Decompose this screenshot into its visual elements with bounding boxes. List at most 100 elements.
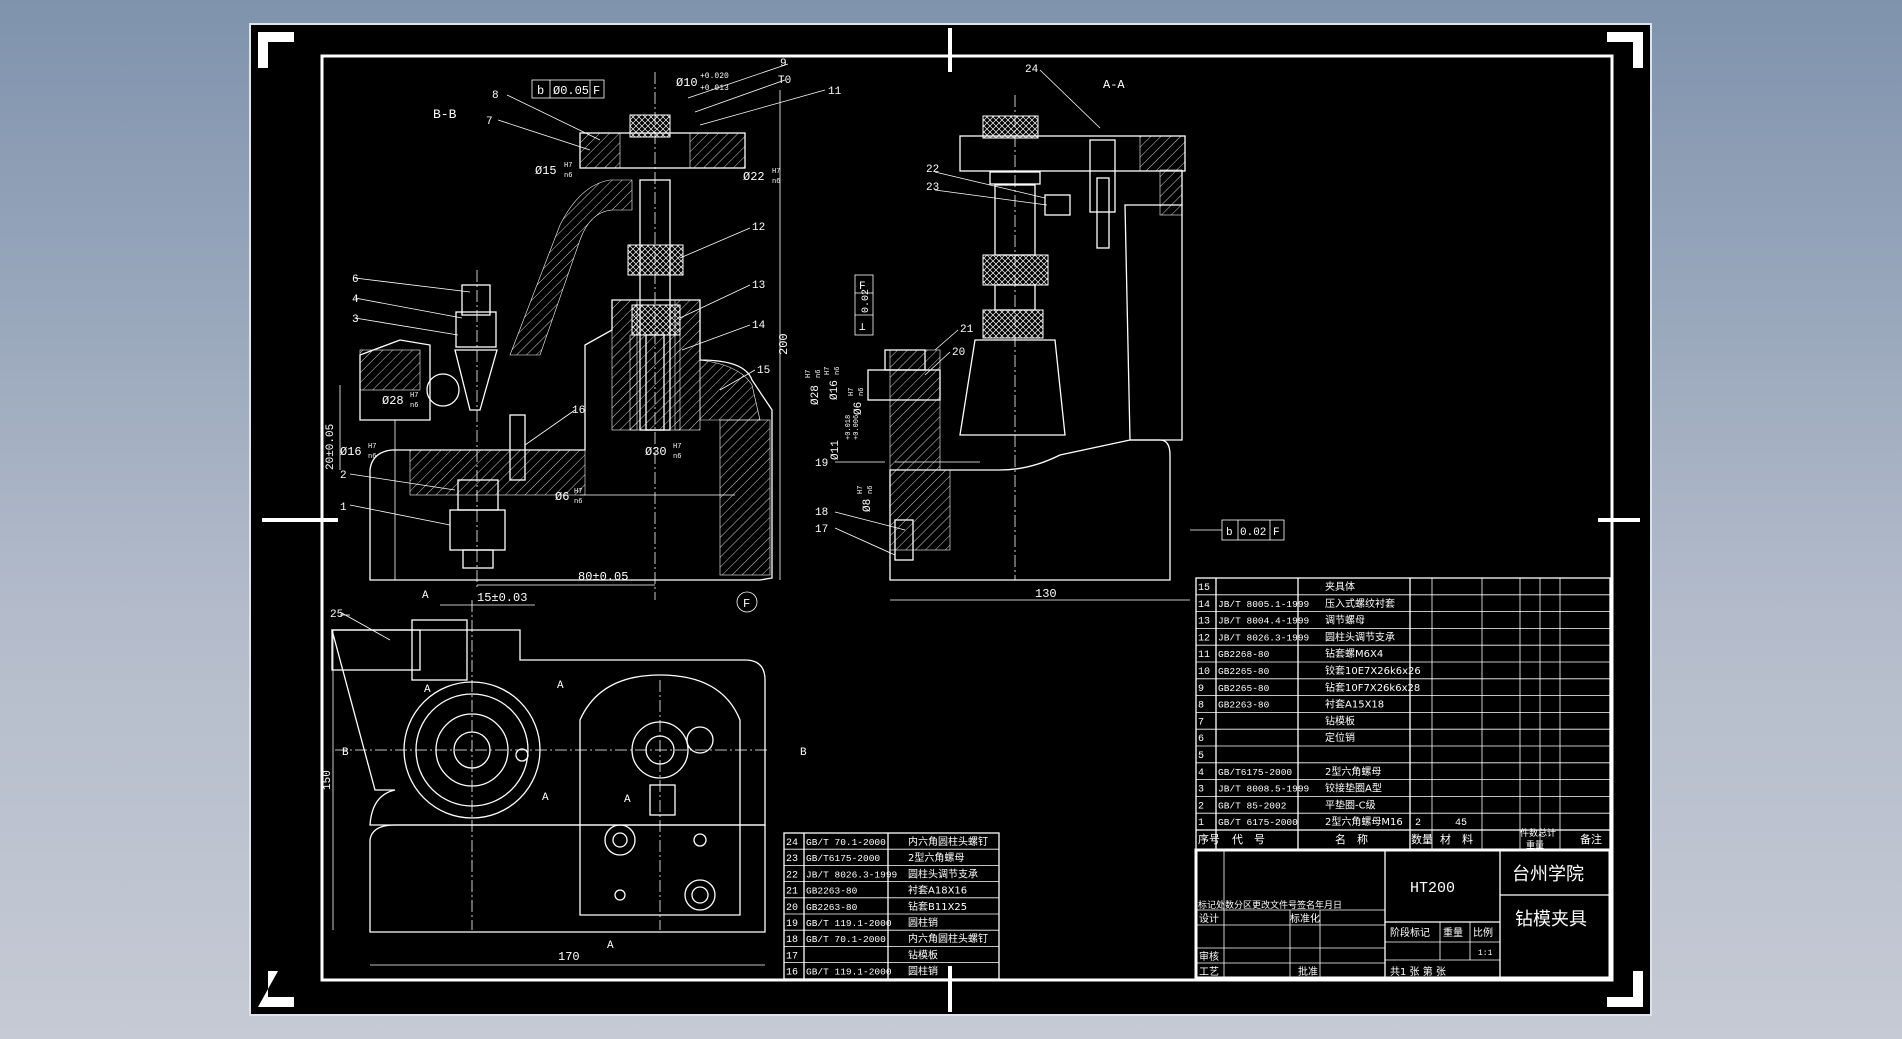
leader-14: 14 <box>752 320 766 332</box>
bom-row-number: 7 <box>1198 717 1204 728</box>
bom-row-number: 21 <box>786 887 798 898</box>
side-d8-h: H7 <box>857 486 865 494</box>
leaders-front <box>349 63 826 526</box>
bottom-tol-ref: F <box>1273 527 1280 539</box>
bom-row-code: JB/T 8005.1-1999 <box>1218 599 1310 610</box>
bom-row-number: 13 <box>1198 617 1210 628</box>
front-section-view[interactable]: B-B <box>325 58 842 613</box>
dim-d10: Ø10 <box>676 76 698 90</box>
leader-1: 1 <box>340 502 347 514</box>
bom-header-row: 序号 代 号 名 称 数量 材 料 件数总计 重量 备注 <box>1198 827 1602 851</box>
svg-text:序号: 序号 <box>1198 832 1220 846</box>
svg-text:材 料: 材 料 <box>1440 832 1473 846</box>
scale-label: 比例 <box>1473 926 1493 939</box>
approve-label: 批准 <box>1298 965 1318 978</box>
bom-row-name: 钻套10F7X26k6x28 <box>1325 681 1420 694</box>
dim-d16-h: H7 <box>368 443 376 451</box>
side-section-view[interactable]: A-A F 0.02 ⊥ Ø28 H7 <box>805 64 1285 601</box>
bom-row-code: JB/T 8026.3-1999 <box>1218 632 1310 643</box>
bom-row-code: GB/T6175-2000 <box>806 853 880 864</box>
dim-horizontal: 80±0.05 <box>578 570 628 584</box>
plan-a3: A <box>557 680 564 692</box>
standardize-label: 标准化 <box>1290 912 1320 925</box>
bom-row-code: GB2265-80 <box>1218 683 1270 694</box>
plan-view[interactable]: 15±0.03 170 150 A A A A A A B B 25 <box>322 590 807 966</box>
dim-d16-n: n6 <box>368 453 376 461</box>
bom-lower-row[interactable]: 6 定位销 <box>1198 731 1355 745</box>
side-tol-sym: ⊥ <box>859 322 866 334</box>
bom-row-number: 22 <box>786 870 798 881</box>
bom-row-name: 铰套10E7X26k6x26 <box>1325 664 1421 677</box>
bom-row-name: 铰接垫圈A型 <box>1325 782 1382 795</box>
leader-18: 18 <box>815 507 828 519</box>
side-d28-n: n6 <box>815 370 823 378</box>
bom-row-name: 定位销 <box>1325 731 1355 744</box>
leader-17: 17 <box>815 524 828 536</box>
bom-row-name: 内六角圆柱头螺钉 <box>908 835 988 848</box>
side-d6: Ø6 <box>853 402 865 415</box>
side-d11-tol2: +0.006 <box>853 415 861 440</box>
bom-lower-row[interactable]: 5 <box>1198 751 1204 762</box>
leader-21: 21 <box>960 324 974 336</box>
svg-text:件数总计: 件数总计 <box>1520 827 1556 839</box>
title-block[interactable]: HT200 台州学院 钻模夹具 标记处数分区更改文件号签名年月日 设计 标准化 … <box>1194 848 1612 980</box>
dim-d30-h: H7 <box>673 443 681 451</box>
dim-d22-n: n6 <box>772 178 780 186</box>
svg-text:名 称: 名 称 <box>1335 832 1368 846</box>
side-d16: Ø16 <box>829 380 841 400</box>
review-label: 审核 <box>1199 950 1219 963</box>
bom-row-code: GB/T 119.1-2000 <box>806 967 892 978</box>
side-d28: Ø28 <box>810 385 822 405</box>
leader-23: 23 <box>926 182 939 194</box>
plan-height: 150 <box>322 770 334 790</box>
leader-22: 22 <box>926 164 939 176</box>
bom-row-number: 20 <box>786 903 798 914</box>
scale-value: 1:1 <box>1478 949 1493 958</box>
plan-width: 170 <box>558 950 580 964</box>
dim-d30: Ø30 <box>645 445 667 459</box>
bom-row-name: 钻模板 <box>908 948 938 961</box>
plan-a1: A <box>422 590 429 602</box>
sheets-label: 共1 张 第 张 <box>1390 965 1446 978</box>
bom-row-number: 16 <box>786 968 798 979</box>
bom-row-code: GB/T 6175-2000 <box>1218 817 1298 828</box>
leader-4: 4 <box>352 294 359 306</box>
dim-d10-up: +0.020 <box>700 72 729 81</box>
bom-row-number: 14 <box>1198 600 1210 611</box>
bom-row-code: GB/T 85-2002 <box>1218 800 1287 811</box>
bom-row-material: 45 <box>1455 818 1467 829</box>
bom-row-code: GB2263-80 <box>806 886 858 897</box>
side-tol-ref: F <box>859 281 866 293</box>
bom-row-code: JB/T 8026.3-1999 <box>806 869 898 880</box>
bom-row-code: JB/T 8004.4-1999 <box>1218 616 1310 627</box>
bom-row-code: JB/T 8008.5-1999 <box>1218 784 1310 795</box>
drawing-name: 钻模夹具 <box>1515 909 1587 930</box>
bom-row-number: 8 <box>1198 701 1204 712</box>
bom-row-number: 6 <box>1198 734 1204 745</box>
